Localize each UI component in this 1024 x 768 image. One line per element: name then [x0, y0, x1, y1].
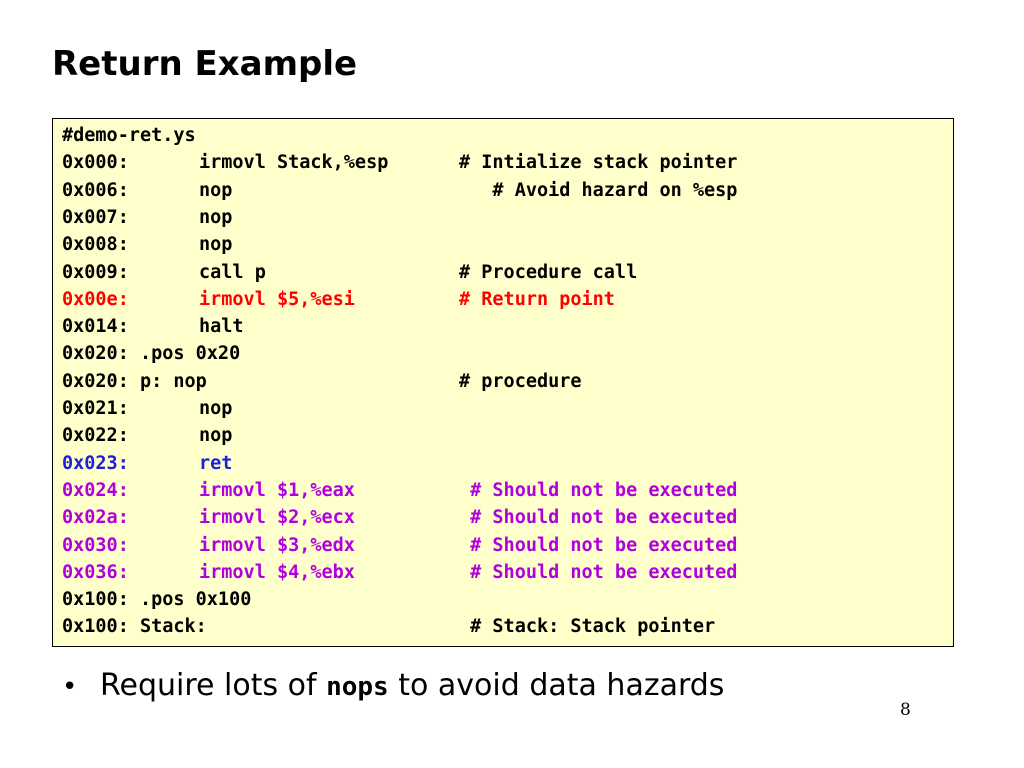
page-number: 8: [900, 700, 911, 720]
slide-title: Return Example: [52, 44, 358, 84]
code-instruction: nop: [199, 398, 233, 419]
code-address: 0x024:: [62, 479, 129, 501]
code-comment: # Avoid hazard on %esp: [459, 179, 738, 201]
code-address: 0x036:: [62, 561, 129, 583]
code-address: 0x020: .pos 0x20: [62, 343, 241, 365]
code-address: 0x023:: [62, 452, 129, 474]
code-instruction: irmovl $5,%esi: [199, 288, 355, 310]
code-address: 0x022:: [62, 425, 129, 447]
code-address: 0x100: .pos 0x100: [62, 589, 252, 611]
code-comment: # Should not be executed: [459, 561, 738, 583]
code-comment: # Procedure call: [459, 261, 638, 283]
code-instruction: call p: [199, 261, 266, 283]
code-address: 0x014:: [62, 316, 129, 338]
bullet-code-word: nops: [326, 672, 389, 702]
code-comment: # Should not be executed: [459, 507, 738, 529]
code-address: 0x006:: [62, 179, 129, 201]
code-listing-box: #demo-ret.ys 0x000: irmovl Stack,%esp # In…: [52, 118, 954, 647]
bullet-text: Require lots of nops to avoid data hazar…: [100, 668, 724, 703]
code-address: 0x021:: [62, 398, 129, 419]
code-address: 0x020: p: nop: [62, 370, 207, 392]
code-address: 0x007:: [62, 206, 129, 228]
code-instruction: halt: [199, 316, 244, 338]
code-comment: # Intialize stack pointer: [459, 152, 738, 174]
code-address: 0x009:: [62, 261, 129, 283]
code-instruction: nop: [199, 425, 233, 447]
bullet-marker: •: [62, 672, 78, 702]
code-instruction: irmovl $3,%edx: [199, 534, 355, 556]
code-address: 0x100: Stack:: [62, 616, 207, 638]
code-comment: # Return point: [459, 288, 615, 310]
code-comment: # procedure: [459, 370, 582, 392]
code-instruction: nop: [199, 179, 233, 201]
code-instruction: irmovl Stack,%esp: [199, 152, 389, 174]
code-instruction: irmovl $2,%ecx: [199, 507, 355, 529]
code-comment: # Should not be executed: [459, 479, 738, 501]
code-header-line: #demo-ret.ys: [62, 125, 196, 146]
code-instruction: nop: [199, 206, 233, 228]
bullet-text-after: to avoid data hazards: [388, 668, 725, 703]
code-comment: # Stack: Stack pointer: [459, 616, 716, 638]
bullet-text-before: Require lots of: [100, 668, 327, 703]
code-address: 0x02a:: [62, 507, 129, 529]
code-instruction: ret: [199, 452, 233, 474]
code-instruction: irmovl $1,%eax: [199, 479, 355, 501]
code-address: 0x008:: [62, 234, 129, 256]
code-address: 0x030:: [62, 534, 129, 556]
code-instruction: nop: [199, 234, 233, 256]
code-address: 0x000:: [62, 152, 129, 174]
code-comment: # Should not be executed: [459, 534, 738, 556]
code-instruction: irmovl $4,%ebx: [199, 561, 355, 583]
code-address: 0x00e:: [62, 288, 129, 310]
